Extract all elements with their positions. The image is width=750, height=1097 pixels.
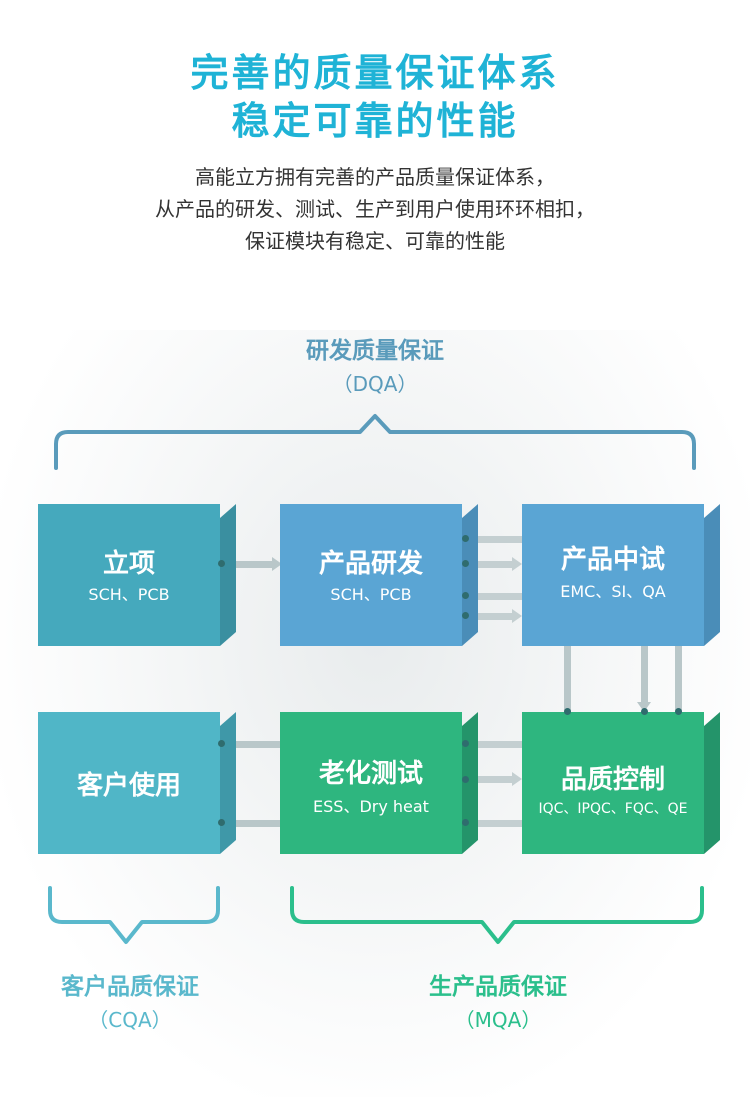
box-side: [462, 504, 478, 646]
port: [462, 740, 469, 747]
box-pilot: 产品中试 EMC、SI、QA: [522, 504, 720, 646]
box-aging: 老化测试 ESS、Dry heat: [280, 712, 478, 854]
connector-aging-customer-2: [222, 820, 280, 827]
connector-pilot-qc-1: [564, 646, 571, 712]
box-side: [704, 712, 720, 854]
page-title-line2: 稳定可靠的性能: [231, 99, 519, 143]
box-aging-sub: ESS、Dry heat: [313, 797, 429, 816]
box-qc-name: 品质控制: [560, 765, 665, 795]
connector-rnd-to-pilot: [464, 557, 522, 571]
box-rnd: 产品研发 SCH、PCB: [280, 504, 478, 646]
mqa-label: 生产品质保证: [429, 974, 567, 1000]
intro-line3: 保证模块有稳定、可靠的性能: [245, 229, 505, 253]
connector-aging-to-qc: [464, 772, 522, 786]
port: [564, 708, 571, 715]
connector-pilot-qc-2: [637, 646, 651, 712]
connector-aging-qc-3: [464, 820, 522, 827]
connector-rnd-to-pilot-2: [464, 609, 522, 623]
box-side: [704, 504, 720, 646]
connector-pilot-qc-3: [675, 646, 682, 712]
box-rnd-sub: SCH、PCB: [330, 585, 412, 604]
box-project-sub: SCH、PCB: [88, 585, 170, 604]
box-project: 立项 SCH、PCB: [38, 504, 236, 646]
box-customer: 客户使用: [38, 712, 236, 854]
box-side: [220, 712, 236, 854]
page-title-line1: 完善的质量保证体系: [190, 51, 560, 95]
dqa-bracket: [54, 414, 696, 470]
box-side: [462, 712, 478, 854]
box-rnd-name: 产品研发: [318, 549, 423, 579]
cqa-bracket: [48, 886, 220, 944]
port: [462, 592, 469, 599]
port: [462, 560, 469, 567]
port: [462, 776, 469, 783]
port: [462, 819, 469, 826]
dqa-sub: （DQA）: [332, 372, 418, 396]
port: [675, 708, 682, 715]
box-qc: 品质控制 IQC、IPQC、FQC、QE: [522, 712, 720, 854]
box-qc-sub: IQC、IPQC、FQC、QE: [538, 801, 688, 817]
port: [218, 740, 225, 747]
mqa-bracket: [290, 886, 704, 944]
dqa-label: 研发质量保证: [306, 338, 444, 364]
cqa-sub: （CQA）: [88, 1008, 172, 1032]
port: [641, 708, 648, 715]
intro-line2: 从产品的研发、测试、生产到用户使用环环相扣，: [155, 197, 595, 221]
box-pilot-name: 产品中试: [560, 545, 665, 575]
port: [462, 612, 469, 619]
box-pilot-sub: EMC、SI、QA: [560, 582, 666, 601]
box-aging-name: 老化测试: [318, 759, 423, 789]
mqa-sub: （MQA）: [454, 1008, 542, 1032]
port: [462, 535, 469, 542]
intro-line1: 高能立方拥有完善的产品质量保证体系，: [195, 165, 555, 189]
cqa-label: 客户品质保证: [61, 974, 199, 1000]
box-customer-name: 客户使用: [76, 771, 181, 801]
connector-project-to-rnd: [222, 557, 282, 571]
port: [218, 560, 225, 567]
port: [218, 819, 225, 826]
box-project-name: 立项: [102, 549, 155, 579]
box-side: [220, 504, 236, 646]
